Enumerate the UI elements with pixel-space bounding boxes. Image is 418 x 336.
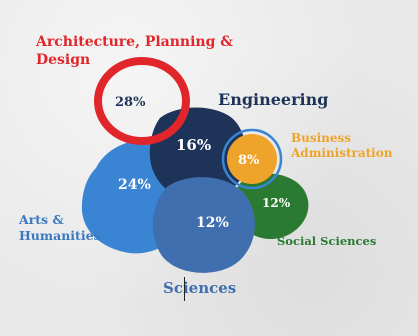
label-sciences: Sciences	[163, 279, 237, 297]
label-architecture-line1: Architecture, Planning &	[36, 34, 233, 50]
bubble-sci	[152, 177, 255, 273]
label-social-sciences: Social Sciences	[277, 234, 377, 248]
value-arts: 24%	[118, 177, 151, 193]
label-arts-line2: Humanities	[19, 227, 101, 243]
bubble-bus	[227, 134, 277, 184]
label-arts-line1: Arts &	[19, 212, 64, 227]
bubble-arch-ring	[94, 57, 190, 145]
value-bus: 8%	[238, 153, 260, 168]
value-soc: 12%	[262, 196, 291, 210]
label-business-line2: Administration	[291, 146, 393, 160]
bubble-bus-ring	[221, 128, 283, 190]
label-business-line1: Business	[291, 131, 352, 145]
label-arts: Arts & Humanities	[19, 212, 101, 243]
label-architecture-line2: Design	[36, 51, 91, 68]
value-eng: 16%	[176, 136, 211, 154]
text-cursor	[184, 277, 185, 301]
label-architecture: Architecture, Planning & Design	[36, 34, 233, 69]
label-engineering: Engineering	[218, 90, 329, 109]
label-business: Business Administration	[291, 131, 392, 161]
value-arch: 28%	[115, 95, 146, 110]
value-sci: 12%	[196, 215, 229, 231]
